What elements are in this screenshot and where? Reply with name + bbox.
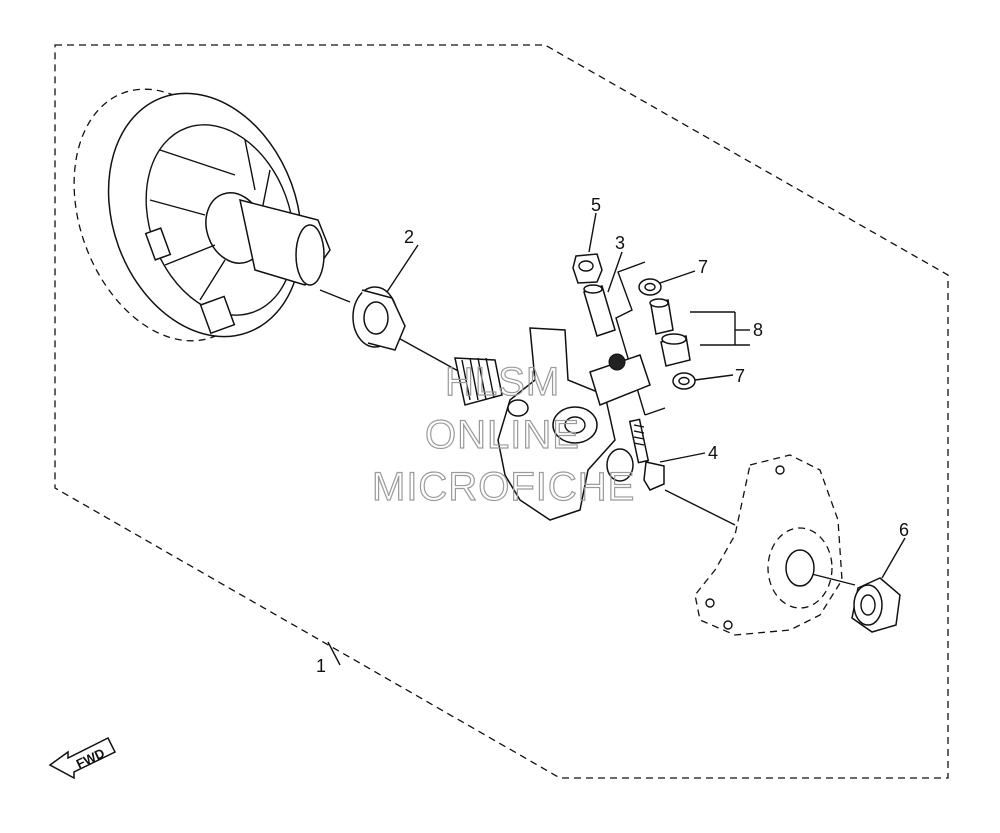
watermark-line-1: HLSM <box>445 360 560 404</box>
part-8-bushings <box>649 298 691 367</box>
callout-8: 8 <box>753 320 763 340</box>
part-5-nut <box>572 253 603 284</box>
callout-2: 2 <box>404 227 414 247</box>
part-4-bolt <box>628 418 665 491</box>
callout-1: 1 <box>316 656 326 676</box>
callout-6: 6 <box>899 520 909 540</box>
spider-assembly <box>454 327 651 521</box>
callout-4: 4 <box>708 443 718 463</box>
drive-clutch-housing <box>73 88 331 342</box>
part-3-sleeve <box>583 284 616 337</box>
callout-3: 3 <box>615 233 625 253</box>
assembly-boundary <box>54 44 949 779</box>
part-7-washers <box>638 278 696 390</box>
callout-7-upper: 7 <box>698 257 708 277</box>
callout-5: 5 <box>591 195 601 215</box>
callout-labels: 1 2 3 4 5 6 7 7 8 <box>316 195 909 676</box>
watermark: HLSM ONLINE MICROFICHE <box>371 359 635 509</box>
callout-7-lower: 7 <box>735 366 745 386</box>
leader-lines <box>319 212 906 666</box>
fwd-arrow-icon <box>48 736 117 780</box>
watermark-line-2: ONLINE <box>425 413 580 457</box>
part-2-bearing <box>352 286 406 351</box>
fwd-label: FWD <box>74 745 107 771</box>
fwd-direction-badge: FWD <box>48 736 117 780</box>
watermark-line-3: MICROFICHE <box>372 465 635 509</box>
cover-plate <box>694 454 843 636</box>
part-6-bushing <box>851 577 901 633</box>
